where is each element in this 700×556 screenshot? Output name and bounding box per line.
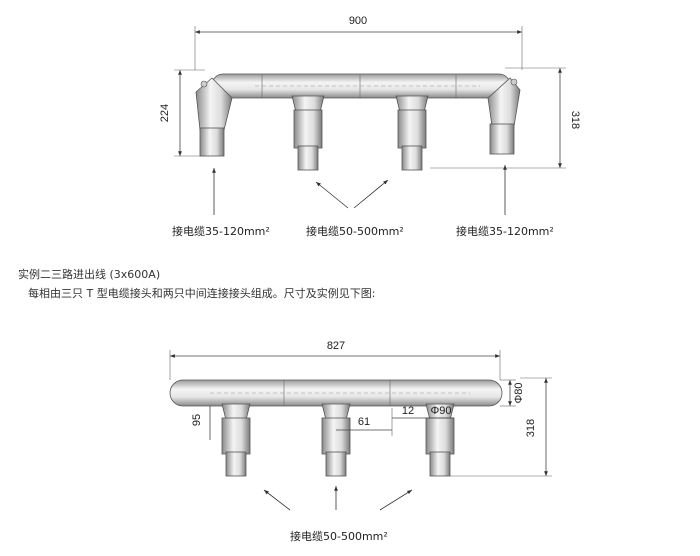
t-connector-1 bbox=[291, 95, 325, 171]
dim-95: 95 bbox=[191, 414, 203, 426]
figure-2: 827 Φ80 318 bbox=[169, 340, 552, 543]
t-connector-fig2-3 bbox=[425, 403, 455, 477]
dim-dia-80: Φ80 bbox=[513, 382, 525, 403]
label-cable-right: 接电缆35-120mm² bbox=[456, 225, 554, 238]
example-title: 实例二三路进出线 (3x600A) bbox=[18, 267, 160, 281]
dim-dia-90: Φ90 bbox=[430, 405, 451, 417]
label-cable-middle: 接电缆50-500mm² bbox=[306, 225, 404, 238]
dim-height-224: 224 bbox=[159, 104, 171, 122]
dim-width-827: 827 bbox=[327, 340, 345, 352]
t-connector-fig2-1 bbox=[221, 403, 251, 477]
example-description: 每相由三只 T 型电缆接头和两只中间连接接头组成。尺寸及实例见下图: bbox=[28, 286, 375, 300]
right-elbow-connector bbox=[487, 77, 521, 155]
label-cable-bottom: 接电缆50-500mm² bbox=[290, 530, 388, 543]
figure-1: 900 224 318 bbox=[159, 15, 581, 238]
dim-61: 61 bbox=[358, 416, 370, 428]
dim-height-318-fig2: 318 bbox=[525, 419, 537, 437]
left-elbow-connector bbox=[195, 77, 233, 157]
t-connector-2 bbox=[395, 95, 429, 171]
t-connector-fig2-2 bbox=[321, 403, 351, 477]
dim-height-318: 318 bbox=[569, 111, 581, 129]
label-cable-left: 接电缆35-120mm² bbox=[172, 225, 270, 238]
dim-width-900: 900 bbox=[349, 15, 367, 27]
dim-12: 12 bbox=[402, 405, 414, 417]
